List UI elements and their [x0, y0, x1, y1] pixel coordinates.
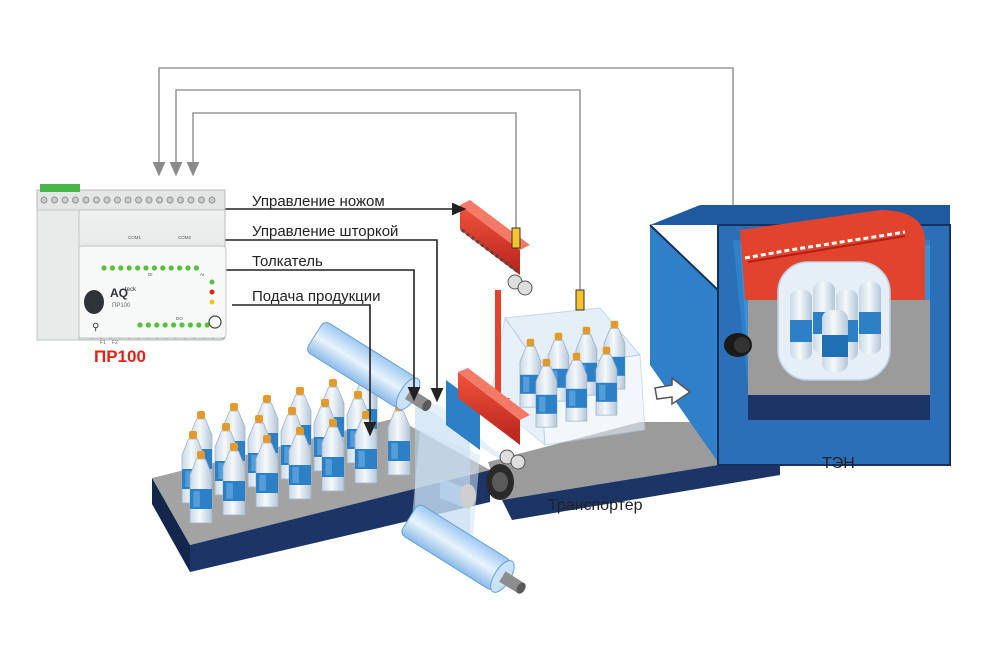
com2-label: COM2	[178, 235, 191, 240]
knife-unit	[460, 200, 533, 296]
bottle	[222, 443, 246, 516]
usb-port-cover	[84, 290, 104, 314]
label-device-name: ПР100	[94, 347, 146, 366]
label-pusher: Толкатель	[252, 253, 323, 270]
shutter-unit	[446, 368, 530, 470]
bottle	[387, 403, 411, 476]
heater-bottles	[790, 282, 881, 372]
fuse1-label: F1	[100, 340, 106, 346]
label-product-feed: Подача продукции	[252, 288, 381, 305]
brand-logo: AQ	[110, 286, 128, 300]
product-presence-sensor	[575, 289, 585, 311]
pr100-controller: AQ teck ПР100 ⚲ F1 F2 COM1 COM2 DI AI DO	[36, 184, 227, 346]
bottle	[288, 427, 312, 500]
feed-bottles	[181, 371, 411, 524]
status-leds	[101, 265, 210, 328]
sensor-wires	[152, 67, 734, 336]
usb-icon: ⚲	[92, 322, 99, 333]
knife-position-sensor	[511, 227, 521, 249]
bottle	[595, 346, 618, 416]
bottle	[321, 419, 345, 492]
bottle	[535, 358, 558, 428]
label-heater: ТЭН	[822, 455, 855, 472]
bottle	[565, 352, 588, 422]
control-wires	[218, 202, 467, 437]
di-group-label: DI	[148, 272, 153, 277]
conveyor-direction-arrow	[654, 376, 692, 406]
do-group-label: DO	[176, 316, 183, 321]
wrapped-pack-in-heater	[777, 261, 891, 381]
fuse2-label: F2	[112, 340, 118, 346]
heater-temperature-sensor	[724, 333, 752, 357]
label-shutter-control: Управление шторкой	[252, 223, 399, 240]
top-terminals	[40, 196, 216, 204]
bottle	[255, 435, 279, 508]
wrapped-pack-on-conveyor	[489, 307, 646, 447]
middle-film-roll	[440, 478, 476, 510]
knife-sensor-wire	[186, 112, 517, 228]
din-clip-top	[40, 184, 80, 192]
ai-group-label: AI	[200, 272, 204, 277]
label-knife-control: Управление ножом	[252, 193, 385, 210]
shutter-control-wire	[218, 239, 444, 403]
brand-logo-sup: teck	[125, 287, 137, 293]
feed-control-wire	[232, 304, 377, 437]
pusher-control-wire	[218, 269, 421, 402]
heater-sensor-wire	[152, 67, 734, 336]
bottle	[189, 451, 213, 524]
device-model-text: ПР100	[112, 303, 131, 309]
mode-button	[208, 315, 222, 329]
lower-film-roll	[401, 504, 526, 594]
label-conveyor: Транспортер	[548, 497, 643, 514]
com1-label: COM1	[128, 235, 141, 240]
pack-bottles	[519, 320, 626, 428]
product-sensor-wire	[169, 89, 581, 290]
